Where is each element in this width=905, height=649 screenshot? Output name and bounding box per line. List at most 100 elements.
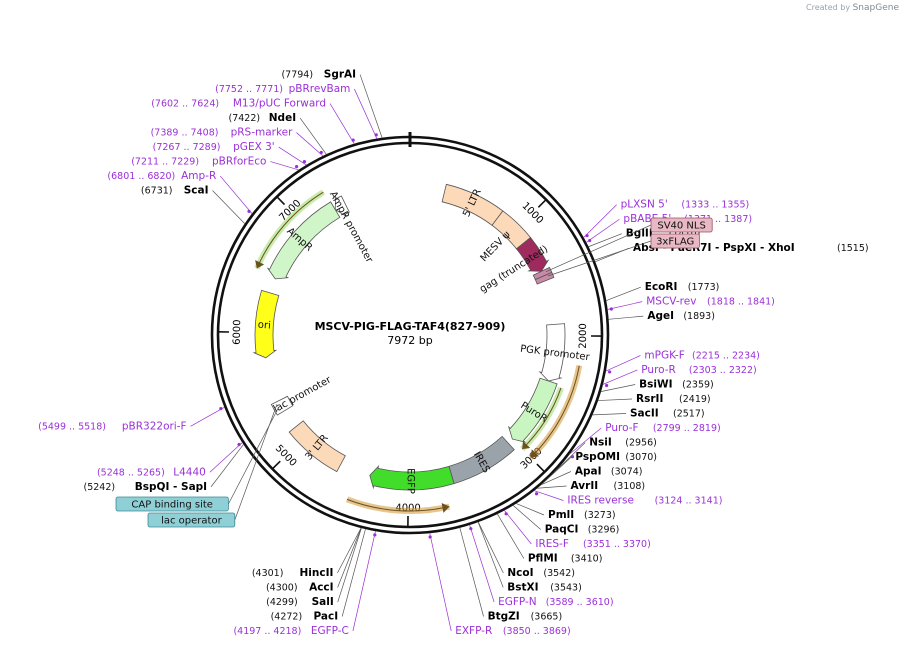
leader-line — [592, 413, 627, 416]
feature-label-egfp: EGFP — [405, 468, 416, 494]
callout-box-lac-operator — [147, 512, 236, 528]
leader-line — [608, 315, 644, 320]
leader-line — [605, 355, 641, 372]
primer-label-pgex-3[interactable]: pGEX 3'(7267 .. 7289) — [153, 141, 275, 153]
enzyme-label-sali[interactable]: SalI(4299) — [266, 596, 334, 608]
leader-line — [209, 442, 243, 473]
site-name: BglII — [626, 228, 653, 240]
site-name: L4440 — [173, 466, 206, 478]
enzyme-label-pmli[interactable]: PmlI(3273) — [548, 509, 616, 521]
primer-site-marker — [374, 133, 378, 137]
leader-line — [352, 530, 376, 632]
enzyme-label-apai[interactable]: ApaI(3074) — [575, 466, 643, 478]
site-position: (3850 .. 3869) — [503, 626, 571, 637]
site-position: (2956) — [625, 438, 657, 449]
leader-line — [278, 146, 307, 166]
leader-layer — [190, 74, 644, 632]
primer-label-l4440[interactable]: L4440(5248 .. 5265) — [97, 466, 206, 478]
primer-label-exfp-r[interactable]: EXFP-R(3850 .. 3869) — [455, 625, 570, 637]
site-name: PaqCI — [545, 524, 579, 536]
enzyme-label-agei[interactable]: AgeI(1893) — [647, 310, 715, 322]
primer-site-marker — [585, 234, 589, 238]
callout-text-cap-binding-site: CAP binding site — [131, 500, 213, 511]
site-name: M13/pUC Forward — [233, 98, 326, 110]
primer-site-marker — [608, 370, 612, 374]
enzyme-label-pflmi[interactable]: PflMI(3410) — [528, 553, 603, 565]
primer-label-puro-f[interactable]: Puro-F(2799 .. 2819) — [605, 422, 720, 434]
site-name: IRES reverse — [567, 495, 634, 507]
primer-label-prs-marker[interactable]: pRS-marker(7389 .. 7408) — [151, 127, 294, 139]
primer-label-plxsn-5[interactable]: pLXSN 5'(1333 .. 1355) — [621, 199, 750, 211]
orf-arrowhead — [522, 441, 531, 450]
site-name: NsiI — [589, 437, 612, 449]
leader-line — [296, 132, 324, 157]
primer-label-pbrrevbam[interactable]: pBRrevBam(7752 .. 7771) — [215, 83, 350, 95]
site-name: pLXSN 5' — [621, 199, 668, 211]
enzyme-label-nsii[interactable]: NsiI (2956) — [589, 437, 657, 449]
callout-text-lac-operator: lac operator — [161, 516, 222, 527]
leader-line — [554, 442, 586, 473]
enzyme-label-bspqi-sapi[interactable]: BspQI - SapI(5242) — [84, 481, 208, 493]
leader-line — [597, 398, 633, 401]
site-name: EGFP-N — [498, 596, 537, 608]
enzyme-label-avrii[interactable]: AvrII(3108) — [571, 480, 646, 492]
leader-line — [536, 485, 567, 489]
enzyme-label-ecori[interactable]: EcoRI(1773) — [645, 281, 720, 293]
primer-label-mpgk-f[interactable]: mPGK-F(2215 .. 2234) — [644, 350, 759, 362]
primer-site-marker — [295, 165, 299, 169]
site-name: pRS-marker — [231, 127, 294, 139]
enzyme-label-bstxi[interactable]: BstXI(3543) — [507, 582, 582, 594]
feature-ori — [252, 289, 280, 359]
enzyme-label-paci[interactable]: PacI(4272) — [271, 611, 339, 623]
primer-label-pbrforeco[interactable]: pBRforEco(7211 .. 7229) — [131, 156, 266, 168]
site-name: PmlI — [548, 509, 574, 521]
site-position: (2419) — [679, 394, 711, 405]
primer-label-egfp-c[interactable]: EGFP-C(4197 .. 4218) — [233, 625, 348, 637]
enzyme-label-scai[interactable]: ScaI(6731) — [141, 185, 209, 197]
leader-line — [569, 427, 602, 455]
primer-label-mscv-rev[interactable]: MSCV-rev(1818 .. 1841) — [646, 296, 775, 308]
plasmid-length: 7972 bp — [387, 334, 432, 347]
brand-name: SnapGene — [852, 3, 899, 13]
enzyme-label-btgzi[interactable]: BtgZI(3665) — [488, 611, 563, 623]
enzyme-label-hincii[interactable]: HincII(4301) — [252, 567, 334, 579]
plasmid-name: MSCV-PIG-FLAG-TAF4(827-909) — [315, 320, 506, 333]
feature-label-ori: ori — [257, 320, 271, 332]
enzyme-label-rsrii[interactable]: RsrII (2419) — [636, 393, 711, 405]
site-position: (7752 .. 7771) — [215, 84, 283, 95]
primer-label-puro-r[interactable]: Puro-R(2303 .. 2322) — [641, 364, 756, 376]
primer-label-amp-r[interactable]: Amp-R(6801 .. 6820) — [107, 170, 216, 182]
leader-line — [469, 524, 495, 603]
site-name: BtgZI — [488, 611, 520, 623]
enzyme-label-acci[interactable]: AccI(4300) — [266, 582, 334, 594]
enzyme-label-pspomi[interactable]: PspOMI(3070) — [575, 451, 657, 463]
enzyme-label-ndei[interactable]: NdeI(7422) — [229, 112, 297, 124]
site-name: AccI — [309, 582, 333, 594]
orf-layer — [254, 189, 583, 514]
site-position: (1893) — [683, 311, 715, 322]
leader-line — [220, 175, 253, 215]
primer-site-marker — [302, 160, 307, 164]
brand-prefix: Created by — [806, 3, 851, 12]
leader-line — [429, 532, 452, 632]
site-name: EGFP-C — [311, 625, 349, 637]
orf-arrowhead — [255, 260, 265, 269]
primer-label-pbr322ori-f[interactable]: pBR322ori-F(5499 .. 5518) — [38, 420, 186, 432]
enzyme-label-sacii[interactable]: SacII(2517) — [630, 408, 705, 420]
primer-label-egfp-n[interactable]: EGFP-N(3589 .. 3610) — [498, 596, 613, 608]
primer-site-marker — [588, 238, 592, 243]
callout-text-3xflag: 3xFLAG — [656, 237, 694, 248]
enzyme-label-paqci[interactable]: PaqCI(3296) — [545, 524, 620, 536]
site-name: RsrII — [636, 393, 663, 405]
site-name: BspQI - SapI — [135, 481, 207, 493]
primer-label-ires-reverse[interactable]: IRES reverse(3124 .. 3141) — [567, 495, 722, 507]
callout-box-3xflag — [650, 233, 700, 249]
primer-label-ires-f[interactable]: IRES-F(3351 .. 3370) — [535, 538, 650, 550]
enzyme-label-ncoi[interactable]: NcoI(3542) — [507, 567, 575, 579]
feature-label-ampr-promoter: AmpR promoter — [327, 190, 375, 266]
primer-label-m13-puc-forward[interactable]: M13/pUC Forward(7602 .. 7624) — [151, 98, 326, 110]
enzyme-label-sgrai[interactable]: SgrAI(7794) — [281, 69, 356, 81]
enzyme-label-bsiwi[interactable]: BsiWI(2359) — [639, 379, 714, 391]
callout-text-sv40-nls: SV40 NLS — [657, 221, 706, 232]
leader-line — [541, 456, 572, 485]
